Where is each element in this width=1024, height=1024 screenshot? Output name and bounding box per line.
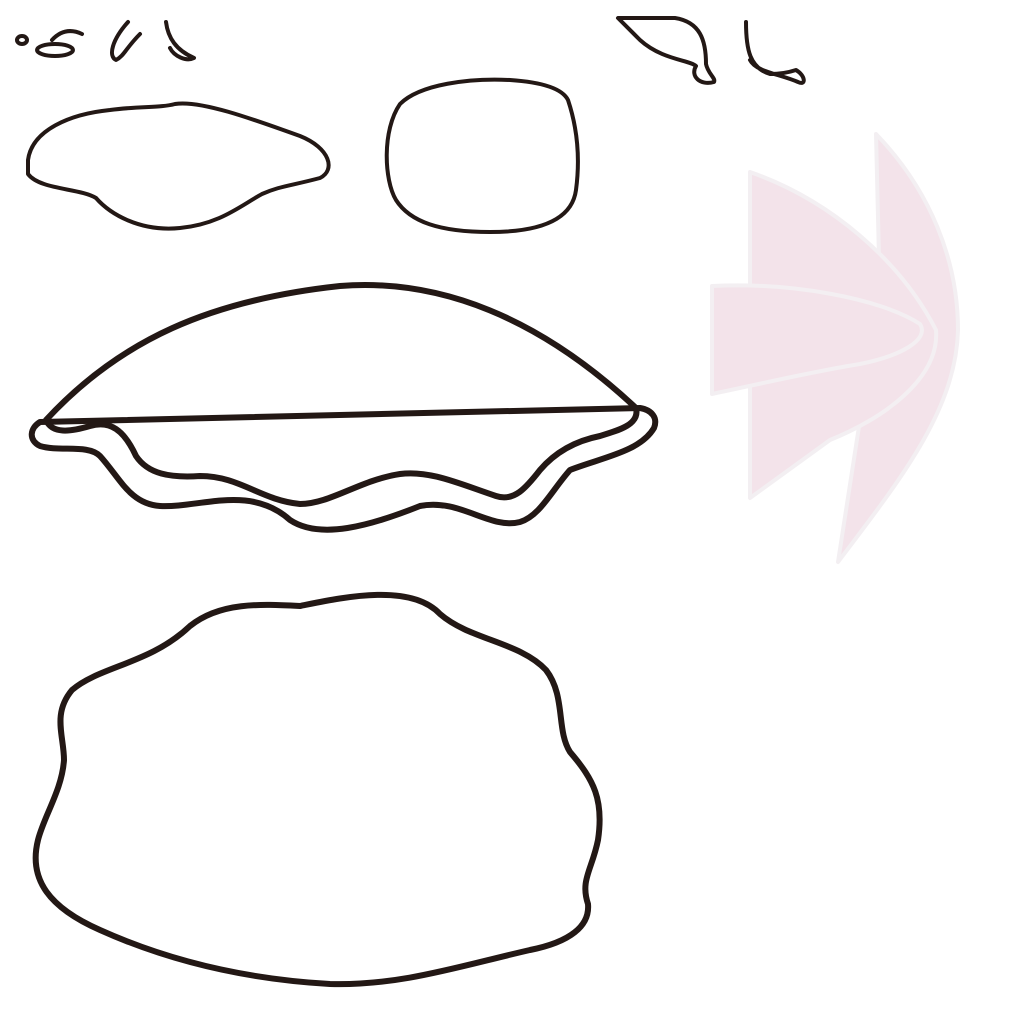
face-lash-right [164,20,196,62]
face-lash-left [110,20,142,62]
skin-head [384,77,580,234]
face-dot-left [15,34,29,46]
fin-blade-front [710,283,924,396]
face-brow [50,29,84,42]
shell-top [28,282,659,533]
shell-top-dome [43,282,640,507]
fin-fan [710,132,960,564]
head-hair-strands [616,16,806,85]
hair-strand-left [616,16,717,85]
shell-top-lower-ruffle [28,405,659,533]
white-blob [26,101,331,231]
hair-strand-right [744,20,806,85]
face-eye-oval [35,42,75,58]
face-features [15,20,196,62]
shell-back [32,591,603,988]
